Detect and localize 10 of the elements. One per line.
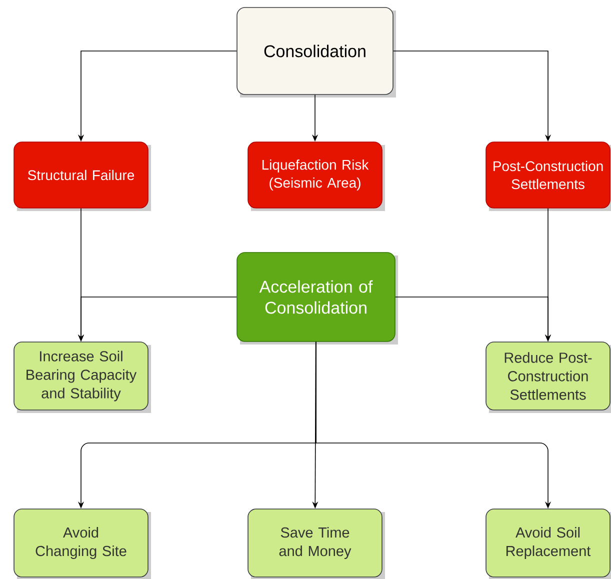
benefit-box: Avoid Changing Site: [14, 508, 148, 578]
process-box: Consolidation: [236, 7, 394, 95]
benefit-box: Increase Soil Bearing Capacity and Stability: [14, 342, 148, 410]
benefit-box: Save Time and Money: [248, 508, 382, 578]
problem-box: Post-Construction Settlements: [486, 142, 610, 208]
process-box: Acceleration of Consolidation: [236, 252, 396, 342]
problem-box: Liquefaction Risk (Seismic Area): [248, 142, 382, 208]
benefit-box: Avoid Soil Replacement: [486, 508, 610, 578]
problem-box: Structural Failure: [14, 142, 148, 208]
benefit-box: Reduce Post-Construction Settlements: [486, 342, 610, 410]
